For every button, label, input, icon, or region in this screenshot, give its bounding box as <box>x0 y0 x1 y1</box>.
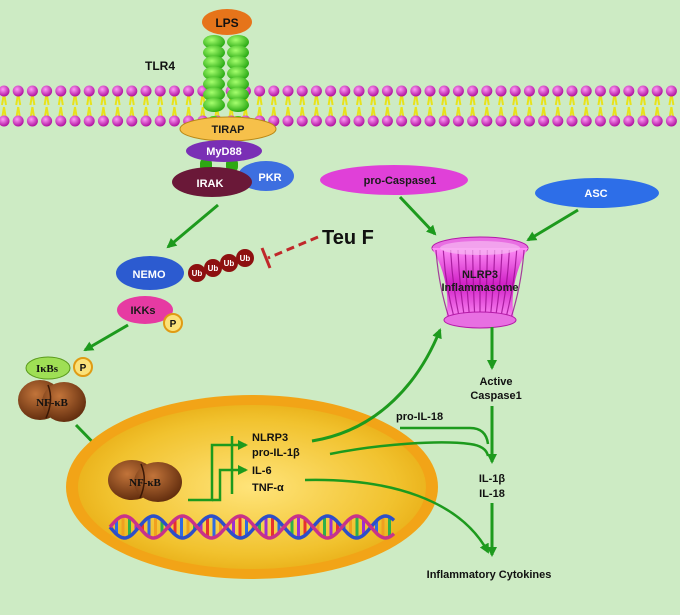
ub-label-1: Ub <box>192 269 203 278</box>
ikbs-label: IκBs <box>36 363 59 375</box>
ub-label-3: Ub <box>224 259 235 268</box>
pro-il18-line <box>400 426 490 445</box>
inhibition-dashed-line <box>267 235 319 260</box>
gene-tnfa: TNF-α <box>252 482 284 494</box>
nfkb-nucleus <box>108 460 182 502</box>
tirap-label: TIRAP <box>212 124 245 136</box>
lps-label: LPS <box>215 16 238 30</box>
irak-shape <box>172 167 252 197</box>
nemo-shape <box>116 256 184 290</box>
pro-il1b-line <box>329 441 490 457</box>
nlrp3-inflammasome <box>431 236 529 329</box>
inhibition-bar <box>260 247 272 269</box>
gene-pro-il1b: pro-IL-1β <box>252 447 300 459</box>
ub-label-2: Ub <box>208 264 219 273</box>
arrow-procasp-inflammasome <box>398 195 437 236</box>
asc-shape <box>535 178 659 208</box>
phospho-ikbs <box>73 357 93 377</box>
nfkb-cytoplasm <box>18 380 86 422</box>
arrow-nlrp3-inflammasome <box>311 328 442 443</box>
tlr4-label: TLR4 <box>145 59 175 73</box>
il1b-label: IL-1β <box>479 473 506 485</box>
nemo-label: NEMO <box>133 269 166 281</box>
asc-label: ASC <box>584 188 607 200</box>
phospho-ikbs-label: P <box>80 363 87 374</box>
ubiquitin-chain: Ub Ub Ub Ub <box>188 249 254 282</box>
tlr4-receptor <box>200 35 249 172</box>
nfkb-nucleus-label: NF-κB <box>129 477 161 489</box>
gene-nlrp3: NLRP3 <box>252 432 288 444</box>
irak-label: IRAK <box>197 178 224 190</box>
gene-il6: IL-6 <box>252 465 272 477</box>
pro-caspase1-shape <box>320 165 468 195</box>
arrow-tnf-cytokines <box>304 478 490 554</box>
arrow-ikks-ikbs <box>83 323 129 352</box>
active-caspase-label-2: Caspase1 <box>470 390 521 402</box>
nfkb-cyto-label: NF-κB <box>36 397 68 409</box>
myd88-label: MyD88 <box>206 146 241 158</box>
phospho-ikks-label: P <box>170 319 177 330</box>
inflammasome-label-1: NLRP3 <box>462 269 498 281</box>
arrow-asc-inflammasome <box>526 208 579 242</box>
lps-shape <box>202 9 252 35</box>
ub-label-4: Ub <box>240 254 251 263</box>
phospho-ikks <box>163 313 183 333</box>
arrow-irak-nemo <box>166 203 219 249</box>
myd88-shape <box>186 140 262 162</box>
cell-membrane <box>0 85 677 127</box>
inflammasome-label-2: Inflammasome <box>441 282 518 294</box>
ikks-shape <box>117 296 173 324</box>
pro-il18-label: pro-IL-18 <box>396 411 443 423</box>
dna-helix <box>108 514 396 540</box>
il18-label: IL-18 <box>479 488 505 500</box>
pkr-label: PKR <box>258 172 281 184</box>
teu-f-label: Teu F <box>322 227 374 249</box>
ikks-label: IKKs <box>130 305 155 317</box>
active-caspase-label-1: Active <box>479 376 512 388</box>
gene-activation-arrows <box>188 436 248 502</box>
pro-caspase1-label: pro-Caspase1 <box>364 175 437 187</box>
ikbs-shape <box>25 356 71 380</box>
pkr-shape <box>238 161 294 191</box>
inflammatory-cytokines-label: Inflammatory Cytokines <box>427 569 552 581</box>
